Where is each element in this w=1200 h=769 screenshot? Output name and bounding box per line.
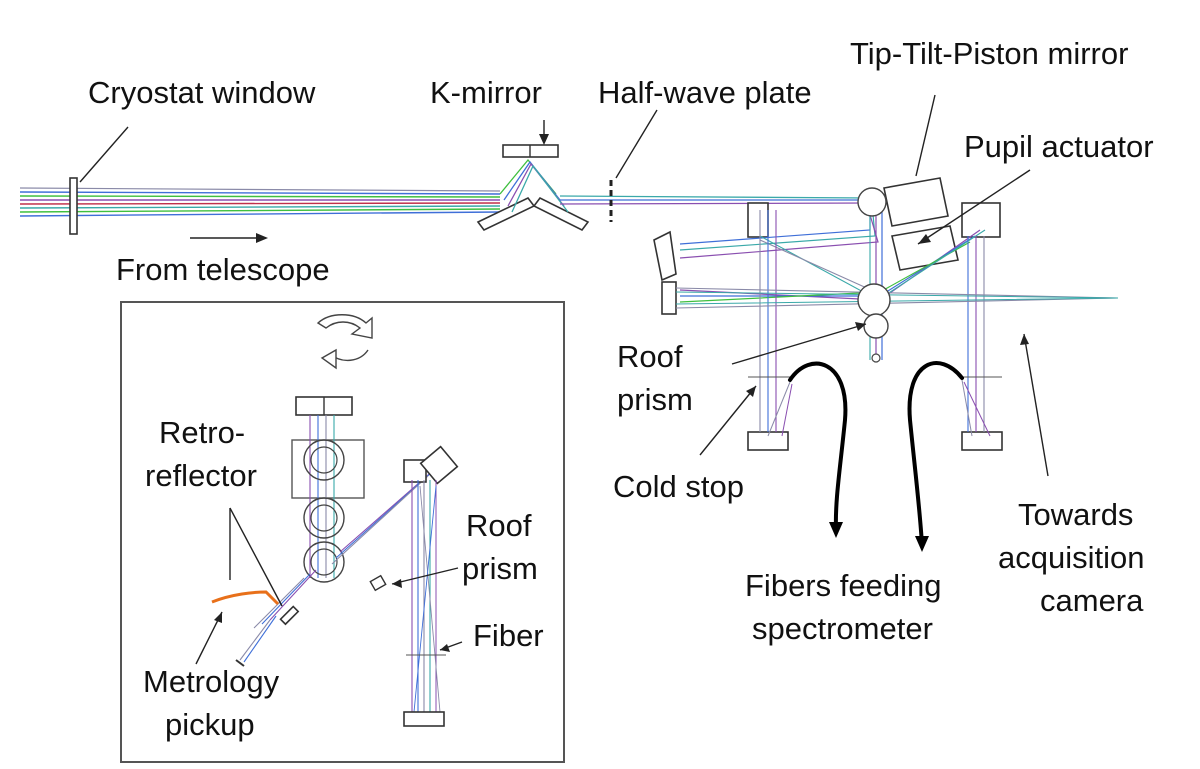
label-from-telescope: From telescope bbox=[116, 252, 330, 287]
label-tip-tilt-piston-mirror: Tip-Tilt-Piston mirror bbox=[850, 36, 1128, 71]
fibers-feeding-spectrometer bbox=[767, 361, 991, 552]
inset-pointer-lines bbox=[195, 507, 463, 665]
label-retroreflector-line1: Retro- bbox=[159, 415, 245, 450]
label-fiber: Fiber bbox=[473, 618, 544, 653]
k-mirror-element bbox=[476, 144, 590, 232]
label-roof-prism-inset-line2: prism bbox=[462, 551, 538, 586]
label-k-mirror: K-mirror bbox=[430, 75, 542, 110]
label-towards-line2: acquisition bbox=[998, 540, 1144, 575]
roof-prism-main-element bbox=[857, 187, 891, 363]
metrology-pickup-fiber bbox=[211, 590, 280, 606]
inset-panel bbox=[120, 301, 565, 763]
curved-rotation-arrow-icon bbox=[316, 314, 373, 370]
label-fibers-line2: spectrometer bbox=[752, 611, 933, 646]
retroreflector-assembly bbox=[291, 396, 365, 583]
label-cryostat-window: Cryostat window bbox=[88, 75, 316, 110]
label-metrology-line2: pickup bbox=[165, 707, 255, 742]
label-towards-line1: Towards bbox=[1018, 497, 1133, 532]
label-cold-stop: Cold stop bbox=[613, 469, 744, 504]
pointer-lines bbox=[79, 94, 1049, 477]
inset-roof-prism-element bbox=[369, 574, 387, 592]
inset-diagonal-beams bbox=[235, 467, 437, 667]
input-beam-bundle bbox=[19, 187, 501, 217]
label-roof-prism-inset-line1: Roof bbox=[466, 508, 532, 543]
label-half-wave-plate: Half-wave plate bbox=[598, 75, 812, 110]
label-metrology-line1: Metrology bbox=[143, 664, 280, 699]
pupil-actuator-element bbox=[891, 225, 959, 271]
label-roof-prism-main-line1: Roof bbox=[617, 339, 683, 374]
internal-beams bbox=[675, 198, 1119, 432]
beam-after-k-mirror bbox=[559, 195, 871, 205]
label-fibers-line1: Fibers feeding bbox=[745, 568, 941, 603]
label-towards-line3: camera bbox=[1040, 583, 1144, 618]
tip-tilt-piston-mirror-element bbox=[883, 177, 949, 227]
label-retroreflector-line2: reflector bbox=[145, 458, 257, 493]
label-roof-prism-main-line2: prism bbox=[617, 382, 693, 417]
label-pupil-actuator: Pupil actuator bbox=[964, 129, 1154, 164]
inset-vertical-relay bbox=[403, 445, 459, 727]
cryostat-window-element bbox=[69, 177, 78, 235]
